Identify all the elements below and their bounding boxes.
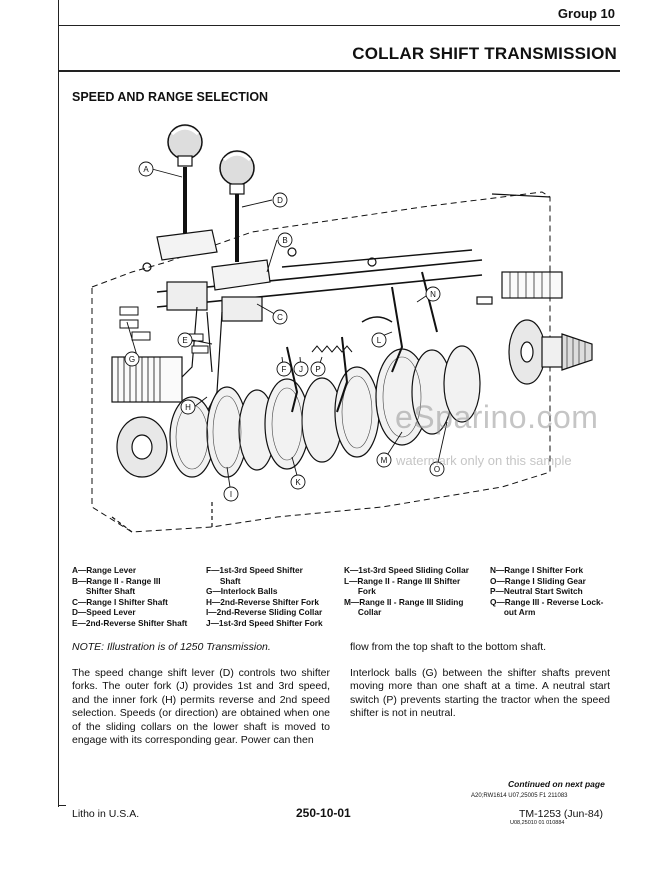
legend-item: F—1st-3rd Speed Shifter xyxy=(206,565,303,575)
legend-item: Fork xyxy=(344,586,376,597)
page-title: COLLAR SHIFT TRANSMISSION xyxy=(352,44,617,63)
legend-item: I—2nd-Reverse Sliding Collar xyxy=(206,607,323,618)
legend-item: Shifter Shaft xyxy=(72,586,136,597)
callout-m: M xyxy=(381,456,388,465)
header-left-rule xyxy=(58,0,59,72)
callout-i: I xyxy=(230,490,232,499)
legend-item: J—1st-3rd Speed Shifter Fork xyxy=(206,617,323,628)
callout-j: J xyxy=(299,365,303,374)
legend-item: H—2nd-Reverse Shifter Fork xyxy=(206,596,319,607)
callout-h: H xyxy=(185,403,191,412)
legend-column-3: K—1st-3rd Speed Sliding Collar L—Range I… xyxy=(344,565,469,618)
callout-o: O xyxy=(434,465,440,474)
legend-item: E—2nd-Reverse Shifter Shaft xyxy=(72,617,188,628)
illustration-note: NOTE: Illustration is of 1250 Transmissi… xyxy=(72,641,271,653)
section-title: SPEED AND RANGE SELECTION xyxy=(72,90,269,104)
legend-item: Shaft xyxy=(206,575,241,586)
page-left-rule xyxy=(58,72,59,807)
body-text-right-continuation: flow from the top shaft to the bottom sh… xyxy=(350,641,547,653)
legend-item: K—1st-3rd Speed Sliding Collar xyxy=(344,565,469,575)
callout-c: C xyxy=(277,313,283,322)
callout-k: K xyxy=(295,478,301,487)
continued-note: Continued on next page xyxy=(508,779,605,789)
legend-column-2: F—1st-3rd Speed Shifter Shaft G—Interloc… xyxy=(206,565,323,629)
legend-item: Q—Range III - Reverse Lock- xyxy=(490,596,604,607)
callout-b: B xyxy=(282,236,287,245)
group-label: Group 10 xyxy=(557,6,615,21)
legend-item: D—Speed Lever xyxy=(72,607,136,618)
legend-item: Collar xyxy=(344,607,382,618)
legend-item: A—Range Lever xyxy=(72,565,137,575)
legend-item: M—Range II - Range III Sliding xyxy=(344,596,464,607)
manual-id: TM-1253 (Jun-84) xyxy=(519,808,604,820)
body-text-right: Interlock balls (G) between the shifter … xyxy=(350,667,610,720)
watermark-site: eSparino.com xyxy=(395,399,599,435)
footer-litho: Litho in U.S.A. xyxy=(72,808,140,820)
legend-item: O—Range I Sliding Gear xyxy=(490,575,586,586)
callout-e: E xyxy=(182,336,187,345)
legend-item: C—Range I Shifter Shaft xyxy=(72,596,168,607)
footer-code: U08,25010 01 010884 xyxy=(510,820,565,826)
callout-a: A xyxy=(143,165,149,174)
legend-column-1: A—Range Lever B—Range II - Range III Shi… xyxy=(72,565,187,629)
footer-tick xyxy=(58,805,66,806)
legend-column-4: N—Range I Shifter Fork O—Range I Sliding… xyxy=(490,565,603,618)
legend-item: L—Range II - Range III Shifter xyxy=(344,575,461,586)
legend-item: B—Range II - Range III xyxy=(72,575,161,586)
body-text-left: The speed change shift lever (D) control… xyxy=(72,667,330,747)
header-rule-top xyxy=(58,25,620,26)
legend-item: out Arm xyxy=(490,607,536,618)
header-rule-bottom xyxy=(58,70,620,72)
page-number: 250-10-01 xyxy=(296,806,351,820)
callout-d: D xyxy=(277,196,283,205)
transmission-illustration: A B C D E F G H I J K L xyxy=(91,124,593,533)
callout-n: N xyxy=(430,290,436,299)
watermark-note: watermark only on this sample xyxy=(396,453,572,468)
reference-code: A20;RW1614 U07,25005 F1 211083 xyxy=(471,793,568,799)
callout-l: L xyxy=(377,336,382,345)
legend-item: N—Range I Shifter Fork xyxy=(490,565,584,575)
legend-item: P—Neutral Start Switch xyxy=(490,586,583,597)
callout-g: G xyxy=(129,355,135,364)
callout-f: F xyxy=(282,365,287,374)
legend-item: G—Interlock Balls xyxy=(206,586,278,597)
callout-p: P xyxy=(315,365,320,374)
